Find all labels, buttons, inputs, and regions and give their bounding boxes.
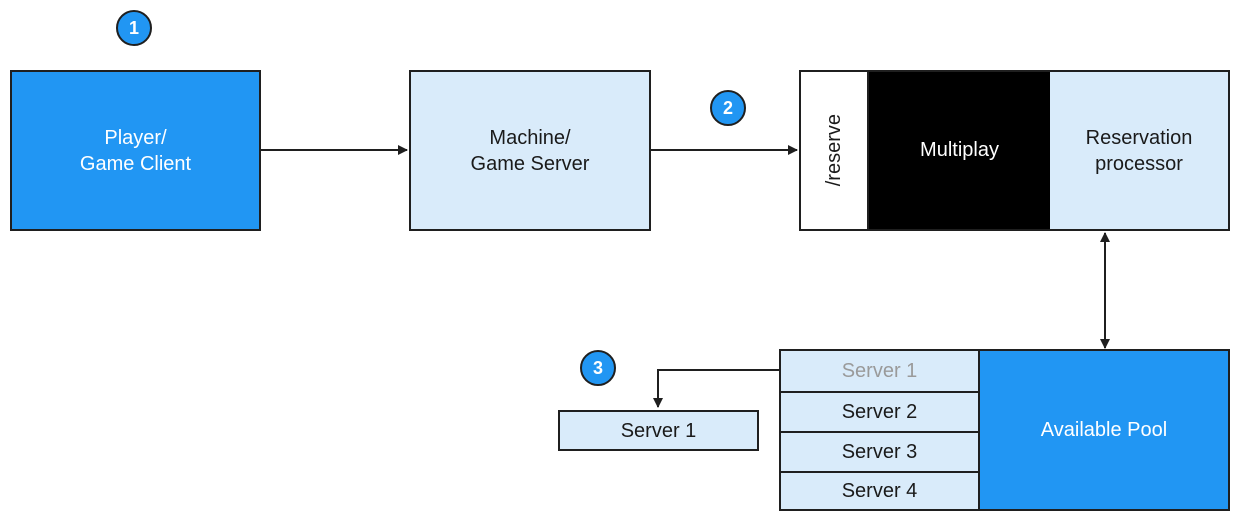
step-badge-2: 2 xyxy=(710,90,746,126)
reserve-endpoint-label: /reserve xyxy=(822,114,845,187)
game-server-box: Machine/ Game Server xyxy=(409,70,651,231)
available-pool-label: Available Pool xyxy=(1040,418,1168,441)
player-client-box: Player/ Game Client xyxy=(10,70,261,231)
pool-server-2: Server 2 xyxy=(781,391,978,431)
available-pool-cell: Available Pool xyxy=(980,351,1228,509)
pool-server-1: Server 1 xyxy=(781,351,978,391)
pool-server-label: Server 3 xyxy=(841,440,918,463)
pool-server-label: Server 4 xyxy=(841,479,918,502)
pool-server-3: Server 3 xyxy=(781,431,978,471)
server-pool-group: Server 1 Server 2 Server 3 Server 4 Avai… xyxy=(779,349,1230,511)
game-server-label: Machine/ Game Server xyxy=(470,126,590,175)
allocated-server-box: Server 1 xyxy=(558,410,759,451)
pool-server-4: Server 4 xyxy=(781,471,978,509)
player-client-label: Player/ Game Client xyxy=(79,126,192,175)
allocated-server-label: Server 1 xyxy=(620,419,697,442)
multiplay-group: /reserve Multiplay Reservation processor xyxy=(799,70,1230,231)
pool-server-label: Server 1 xyxy=(841,359,918,382)
multiplay-label: Multiplay xyxy=(920,139,999,161)
arrow-pool-to-allocated-server xyxy=(653,369,779,408)
reservation-processor-label: Reservation processor xyxy=(1085,126,1193,175)
server-list: Server 1 Server 2 Server 3 Server 4 xyxy=(781,351,980,509)
pool-server-label: Server 2 xyxy=(841,400,918,423)
multiplay-cell: Multiplay xyxy=(869,72,1050,229)
reserve-endpoint-cell: /reserve xyxy=(801,72,869,229)
step-badge-1: 1 xyxy=(116,10,152,46)
step-badge-3: 3 xyxy=(580,350,616,386)
reservation-processor-cell: Reservation processor xyxy=(1050,72,1228,229)
